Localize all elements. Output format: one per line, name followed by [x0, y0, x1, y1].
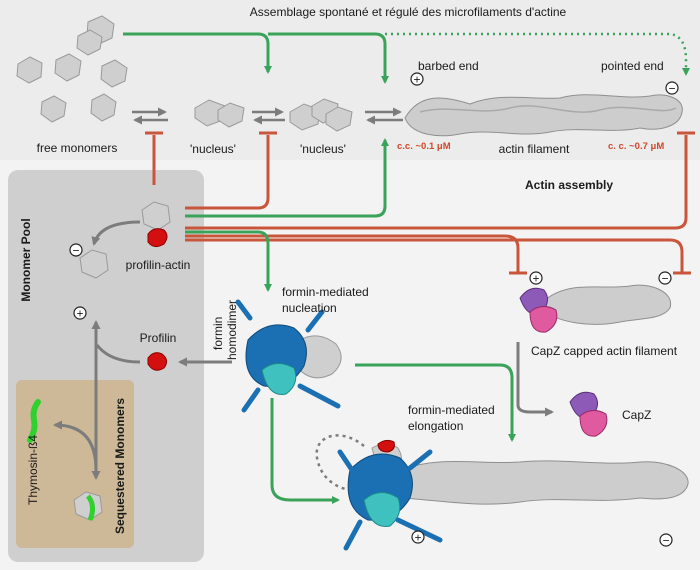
pool-monomer-icon	[79, 249, 109, 279]
profilin-elongation-arrows	[185, 138, 389, 292]
barbed-end-plus-marker	[410, 72, 424, 86]
free-monomers-icon	[16, 15, 128, 123]
formin-homodimer-label-2: homodimer	[225, 300, 239, 360]
formin-homodimer-label-1: formin	[211, 317, 225, 350]
elongation-cycle-arrow	[315, 434, 365, 492]
pointed-end-minus-icon: −	[668, 82, 675, 96]
nucleus-dimer-icon	[194, 99, 245, 128]
free-monomers-label: free monomers	[37, 141, 118, 155]
nucleus-trimer-icon	[289, 98, 353, 132]
capz-capped-filament-icon	[519, 284, 672, 333]
pool-plus-icon: +	[76, 307, 83, 321]
sequestered-monomer-icon	[73, 491, 103, 521]
formin-nucleation-label-2: nucleation	[282, 301, 337, 315]
profilin-inhibition-lines	[145, 131, 695, 275]
cc-pointed-label: c. c. ~0.7 μM	[608, 141, 664, 152]
capz-label: CapZ	[622, 408, 651, 422]
capz-icon	[569, 391, 608, 437]
monomer-pool-label: Monomer Pool	[19, 218, 33, 301]
sequestered-monomers-label: Sequestered Monomers	[113, 398, 127, 534]
sequestered-panel	[16, 380, 134, 548]
diagram-title: Assemblage spontané et régulé des microf…	[250, 5, 567, 19]
pointed-end-label: pointed end	[601, 59, 664, 73]
capz-minus-marker	[658, 271, 672, 285]
nucleus-1-label: 'nucleus'	[190, 142, 236, 156]
formin-nucleation-icon	[235, 299, 342, 413]
nucleus-2-label: 'nucleus'	[300, 142, 346, 156]
elongation-plus-marker	[411, 530, 425, 544]
formin-elongation-icon	[337, 449, 443, 551]
elongation-plus-icon: +	[414, 531, 421, 545]
actin-filament-icon	[404, 94, 683, 137]
pool-minus-marker	[69, 243, 83, 257]
profilin-actin-icon	[141, 201, 171, 248]
capz-plus-marker	[529, 271, 543, 285]
capz-minus-icon: −	[661, 272, 668, 286]
green-assembly-arrows	[123, 32, 690, 84]
thymosin-icon	[27, 399, 41, 443]
pointed-end-minus-marker	[665, 81, 679, 95]
barbed-end-plus-icon: +	[413, 73, 420, 87]
thymosin-label: Thymosin-ß4	[26, 435, 40, 505]
pool-minus-icon: −	[72, 244, 79, 258]
formin-elongation-label-2: elongation	[408, 419, 463, 433]
capz-plus-icon: +	[532, 272, 539, 286]
elongation-minus-marker	[659, 533, 673, 547]
actin-assembly-label: Actin assembly	[525, 178, 613, 192]
equilibrium-arrows	[132, 107, 403, 125]
actin-filament-label: actin filament	[499, 142, 570, 156]
formin-nucleation-label-1: formin-mediated	[282, 285, 369, 299]
barbed-end-label: barbed end	[418, 59, 479, 73]
profilin-label: Profilin	[140, 331, 177, 345]
pool-gray-arrows	[53, 220, 554, 480]
formin-green-arrows	[270, 363, 516, 504]
formin-elongation-label-1: formin-mediated	[408, 403, 495, 417]
elongation-minus-icon: −	[662, 534, 669, 548]
capz-filament-label: CapZ capped actin filament	[531, 344, 678, 358]
cc-barbed-label: c.c. ~0.1 μM	[397, 141, 451, 152]
pool-plus-marker	[73, 306, 87, 320]
profilin-icon	[147, 352, 168, 371]
profilin-actin-label: profilin-actin	[126, 258, 191, 272]
